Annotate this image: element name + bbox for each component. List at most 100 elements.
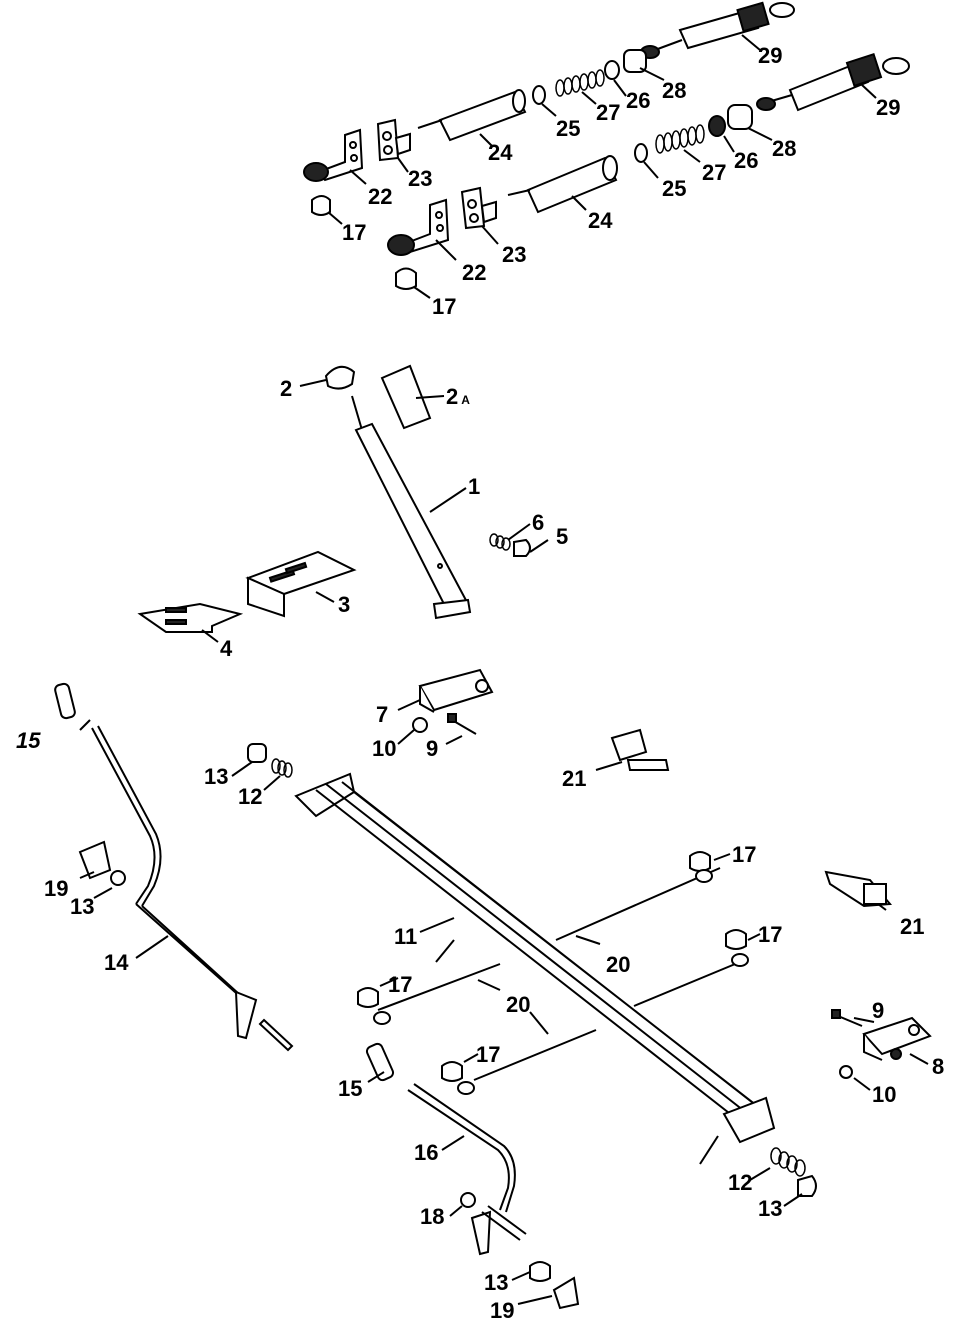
rod-part-20-left xyxy=(377,963,597,1081)
plate-part-4 xyxy=(137,602,244,633)
bracket-part-23-lower xyxy=(460,186,497,230)
cylinder-part-29-upper xyxy=(640,1,795,59)
callout-6: 6 xyxy=(532,510,544,535)
callout-2: 2 xyxy=(280,376,292,401)
callout-17-a: 17 xyxy=(732,842,756,867)
rod-end-part-17-c xyxy=(373,1011,391,1025)
callout-labels: 29 29 28 28 26 26 27 27 25 25 24 24 23 2… xyxy=(16,43,944,1323)
plug-part-5 xyxy=(513,538,531,557)
callout-28-upper: 28 xyxy=(662,78,686,103)
callout-21-right: 21 xyxy=(900,914,924,939)
callout-12-top: 12 xyxy=(238,784,262,809)
tube-part-24-upper xyxy=(417,89,527,142)
bolt-part-9-top xyxy=(447,713,477,735)
callout-1: 1 xyxy=(468,474,480,499)
callout-10-right: 10 xyxy=(872,1082,896,1107)
bracket-part-23-upper xyxy=(376,118,411,162)
callout-24-upper: 24 xyxy=(488,140,513,165)
washer-part-26-lower xyxy=(708,115,726,137)
callout-15-left: 15 xyxy=(16,728,41,753)
plate-part-3 xyxy=(245,550,357,618)
callout-13-right: 13 xyxy=(758,1196,782,1221)
cap-part-17-a xyxy=(689,851,711,872)
callout-15-right: 15 xyxy=(338,1076,362,1101)
bracket-part-22-upper xyxy=(303,128,364,182)
callout-29-lower: 29 xyxy=(876,95,900,120)
callout-19-left: 19 xyxy=(44,876,68,901)
bolt-part-9-right xyxy=(831,1009,863,1027)
bracket-part-21-top xyxy=(610,728,670,771)
ring-part-25-lower xyxy=(634,143,648,163)
rod-part-16 xyxy=(407,1083,516,1213)
washer-part-26-upper xyxy=(604,60,620,80)
callout-5: 5 xyxy=(556,524,568,549)
callout-10-top: 10 xyxy=(372,736,396,761)
callout-24-lower: 24 xyxy=(588,208,613,233)
leader-lines xyxy=(79,34,929,1305)
spring-part-27-lower xyxy=(655,124,705,154)
upper-cylinder-set xyxy=(303,1,910,290)
knob-part-2 xyxy=(324,365,356,390)
callout-17-d: 17 xyxy=(476,1042,500,1067)
callout-14: 14 xyxy=(104,950,129,975)
callout-13-left: 13 xyxy=(70,894,94,919)
bushing-part-13-right xyxy=(797,1174,817,1197)
rod-end-part-17-b xyxy=(731,953,749,967)
callout-9-right: 9 xyxy=(872,998,884,1023)
callout-20-left: 20 xyxy=(506,992,530,1017)
spring-part-27-upper xyxy=(555,69,605,97)
callout-20-right: 20 xyxy=(606,952,630,977)
callout-8: 8 xyxy=(932,1054,944,1079)
callout-27-upper: 27 xyxy=(596,100,620,125)
callout-12-bottom: 12 xyxy=(728,1170,752,1195)
callout-13-bottom: 13 xyxy=(484,1270,508,1295)
callout-19-bottom: 19 xyxy=(490,1298,514,1323)
link-part-16-end xyxy=(470,1210,492,1256)
callout-11: 11 xyxy=(394,924,417,949)
bracket-part-19-bottom xyxy=(552,1276,580,1310)
cap-part-17-upper xyxy=(311,195,331,216)
bushing-part-13-left xyxy=(110,870,126,886)
cap-part-17-c xyxy=(357,987,379,1008)
bushing-part-13-top xyxy=(247,743,267,763)
pin-part-6 xyxy=(489,533,511,551)
ring-part-25-upper xyxy=(532,85,546,105)
clevis-part-8 xyxy=(862,1016,932,1061)
callout-29-upper: 29 xyxy=(758,43,782,68)
callout-28-lower: 28 xyxy=(772,136,796,161)
callout-23-upper: 23 xyxy=(408,166,432,191)
rod-end-part-17-d xyxy=(457,1081,475,1095)
pin-part-14 xyxy=(258,1018,294,1052)
cap-part-17-d xyxy=(441,1061,463,1082)
sleeve-part-15-left xyxy=(54,682,76,720)
knob-cover-part-2a xyxy=(380,364,432,430)
cap-part-17-lower xyxy=(395,267,417,290)
callout-22-lower: 22 xyxy=(462,260,486,285)
bushing-part-28-lower xyxy=(727,104,753,130)
callout-3: 3 xyxy=(338,592,350,617)
callout-23-lower: 23 xyxy=(502,242,526,267)
spring-part-12-top xyxy=(271,758,293,778)
cap-part-17-b xyxy=(725,929,747,950)
beam-part-11 xyxy=(294,772,776,1165)
callout-26-upper: 26 xyxy=(626,88,650,113)
bushing-part-13-bottom xyxy=(529,1261,551,1282)
callout-25-upper: 25 xyxy=(556,116,580,141)
callout-4: 4 xyxy=(220,636,233,661)
bracket-part-22-lower xyxy=(387,198,450,256)
rod-part-20-right xyxy=(555,867,741,1007)
sleeve-part-15-right xyxy=(365,1042,395,1082)
bushing-part-28-upper xyxy=(623,49,647,73)
lever-part-1 xyxy=(351,395,472,620)
callout-7: 7 xyxy=(376,702,388,727)
callout-9-top: 9 xyxy=(426,736,438,761)
callout-17-upper: 17 xyxy=(342,220,366,245)
rod-end-part-17-a xyxy=(695,869,713,883)
callout-16: 16 xyxy=(414,1140,438,1165)
callout-18: 18 xyxy=(420,1204,444,1229)
callout-22-upper: 22 xyxy=(368,184,392,209)
ball-part-10-right xyxy=(839,1065,853,1079)
bracket-part-21-right xyxy=(824,870,893,908)
callout-13-top: 13 xyxy=(204,764,228,789)
